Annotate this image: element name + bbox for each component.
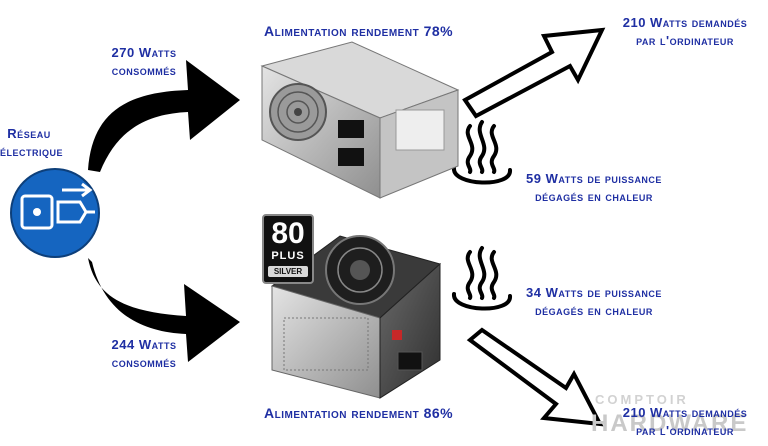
top-output-label: 210 Watts demandés par l'ordinateur (610, 14, 760, 50)
bottom-output-line2: par l'ordinateur (636, 423, 734, 438)
heat-icon-top (452, 120, 512, 185)
watermark-logo: COMPTOIR HARDWARE (525, 392, 765, 446)
badge-number: 80 (271, 217, 305, 250)
grid-label-line2: électrique (0, 144, 64, 159)
top-input-label: 270 Watts consommés (96, 44, 192, 80)
psu-bottom-image (270, 235, 442, 399)
bottom-heat-label: 34 Watts de puissance dégagés en chaleur (516, 284, 672, 320)
output-arrow-top (462, 27, 606, 119)
bottom-output-line1: 210 Watts demandés (622, 405, 748, 420)
top-output-line1: 210 Watts demandés (622, 15, 748, 30)
80-plus-silver-badge: 80 PLUS SILVER (262, 214, 314, 284)
bottom-psu-title: Alimentation rendement 86% (264, 405, 454, 421)
curved-arrow-top (88, 60, 240, 172)
top-heat-line2: dégagés en chaleur (535, 189, 653, 204)
bottom-heat-line1: 34 Watts de puissance (526, 285, 662, 300)
output-arrow-bottom (466, 327, 604, 427)
bottom-input-label: 244 Watts consommés (96, 336, 192, 372)
psu-top-image (260, 41, 460, 199)
power-plug-socket-icon (10, 168, 100, 258)
grid-label: Réseau électrique (0, 125, 64, 161)
top-psu-title: Alimentation rendement 78% (264, 23, 454, 39)
top-input-consumed: consommés (111, 63, 177, 78)
badge-tier: SILVER (268, 266, 308, 277)
bottom-heat-line2: dégagés en chaleur (535, 303, 653, 318)
watermark-line2: HARDWARE (591, 410, 749, 437)
curved-arrow-bottom (88, 258, 240, 362)
top-input-watts: 270 Watts (111, 45, 177, 60)
top-output-line2: par l'ordinateur (636, 33, 734, 48)
bottom-output-label: 210 Watts demandés par l'ordinateur (610, 404, 760, 440)
grid-label-line1: Réseau (7, 126, 51, 141)
badge-plus: PLUS (271, 250, 305, 262)
watermark-line1: COMPTOIR (595, 392, 689, 407)
top-heat-line1: 59 Watts de puissance (526, 171, 662, 186)
bottom-input-consumed: consommés (111, 355, 177, 370)
heat-icon-bottom (452, 246, 512, 311)
top-heat-label: 59 Watts de puissance dégagés en chaleur (516, 170, 672, 206)
bottom-input-watts: 244 Watts (111, 337, 177, 352)
